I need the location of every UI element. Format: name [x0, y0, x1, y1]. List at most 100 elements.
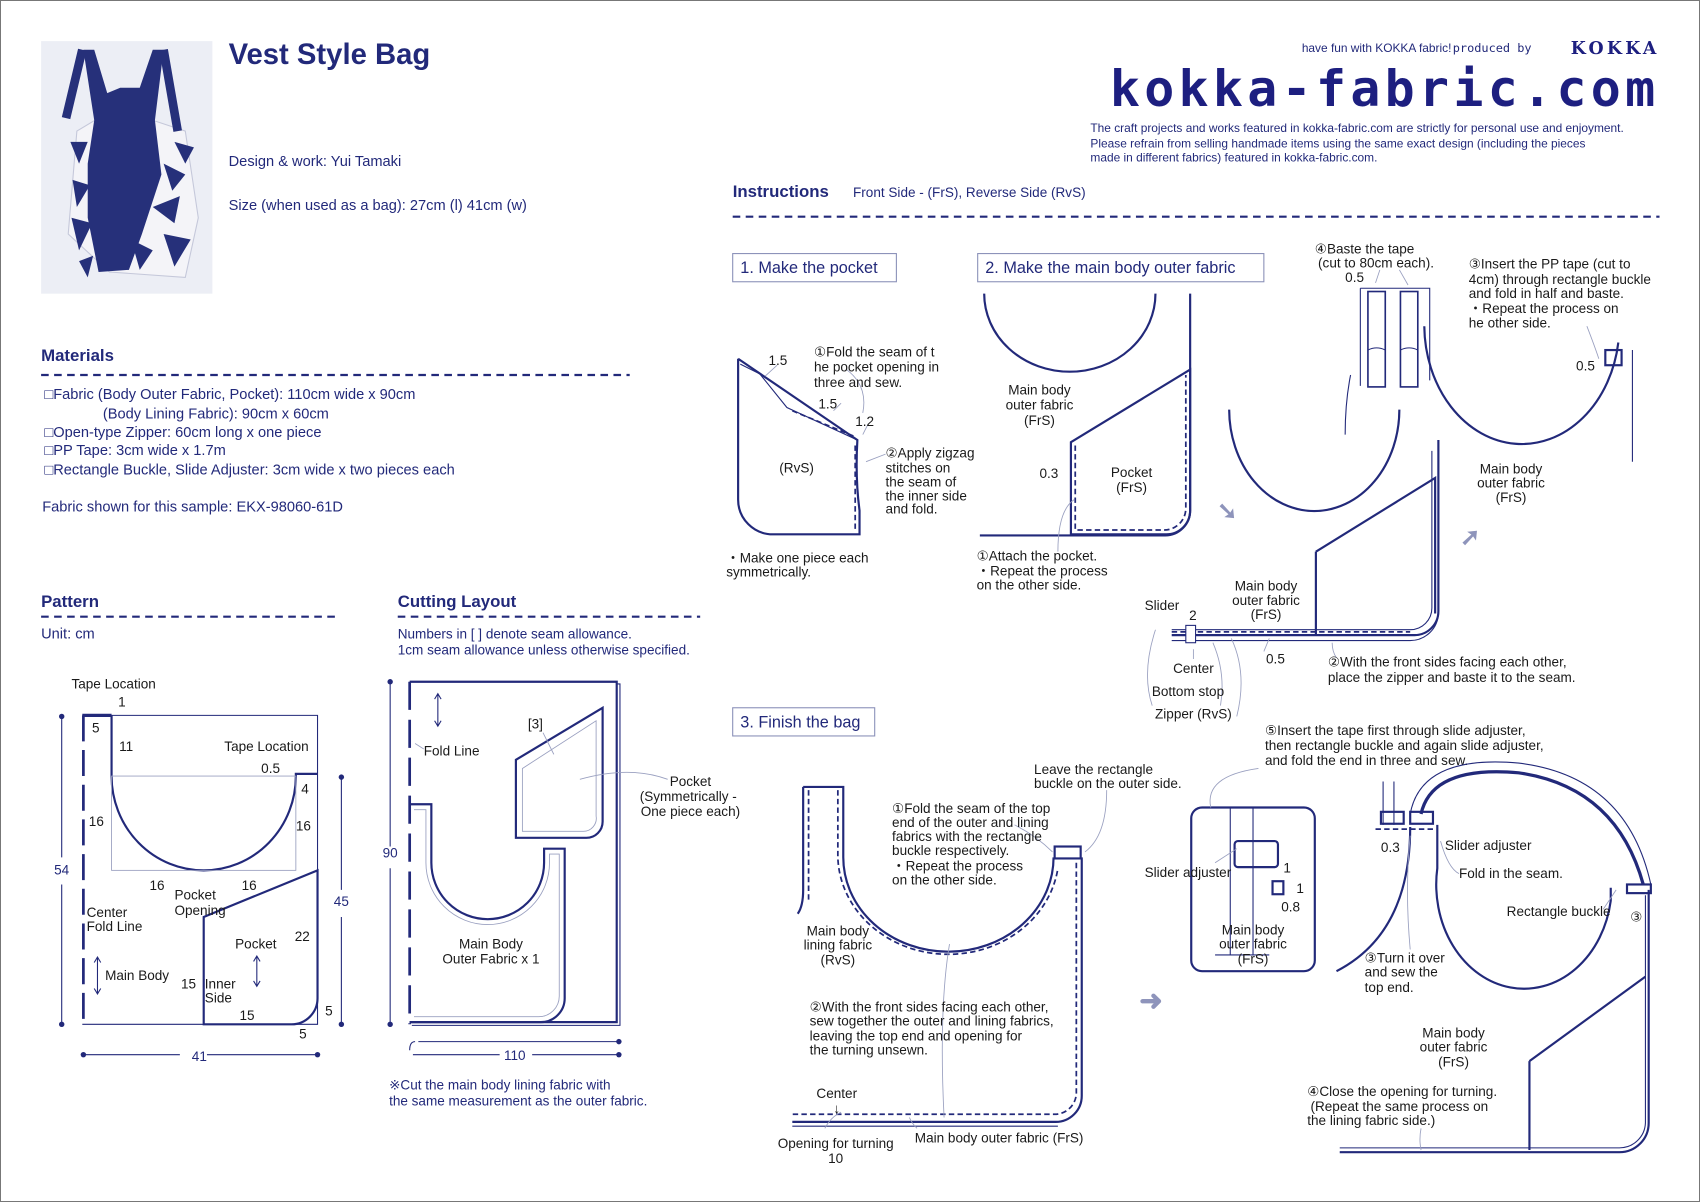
- diagram-label: Main body: [1422, 1025, 1485, 1040]
- product-photo: [41, 41, 213, 294]
- finished-size: Size (when used as a bag): 27cm (l) 41cm…: [229, 198, 527, 214]
- diagram-label: 16: [296, 818, 311, 833]
- diagram-label: on the other side.: [977, 578, 1082, 593]
- page-title: Vest Style Bag: [229, 39, 431, 71]
- cutting-footnote: ※Cut the main body lining fabric with: [389, 1077, 610, 1092]
- diagram-label: Fold in the seam.: [1459, 866, 1563, 881]
- diagram-label: leaving the top end and opening for: [810, 1029, 1023, 1044]
- diagram-label: 0.5: [1345, 270, 1364, 285]
- diagram-label: (FrS): [1438, 1055, 1469, 1070]
- fabric-sample: Fabric shown for this sample: EKX-98060-…: [42, 500, 343, 516]
- diagram-label: and fold.: [886, 502, 938, 517]
- diagram-label: ③Insert the PP tape (cut to: [1469, 257, 1631, 272]
- diagram-label: 22: [295, 929, 310, 944]
- diagram-label: Fold Line: [87, 919, 143, 934]
- diagram-label: three and sew.: [814, 375, 902, 390]
- diagram-label: 2: [1189, 608, 1197, 623]
- material-item: □Fabric (Body Outer Fabric, Pocket): 110…: [44, 387, 415, 403]
- material-item: (Body Lining Fabric): 90cm x 60cm: [103, 406, 329, 422]
- materials-heading: Materials: [41, 346, 114, 365]
- diagram-label: 1: [1296, 881, 1304, 896]
- diagram-label: Pocket: [1111, 465, 1153, 480]
- disclaimer-line: Please refrain from selling handmade ite…: [1090, 136, 1585, 150]
- material-item: □PP Tape: 3cm wide x 1.7m: [44, 443, 225, 459]
- diagram-label: 15: [239, 1008, 254, 1023]
- arrow-right-icon: ➜: [1139, 984, 1163, 1016]
- diagram-label: ②With the front sides facing each other,: [810, 999, 1049, 1014]
- diagram-label: ①Fold the seam of the top: [892, 801, 1050, 816]
- diagram-label: Fold Line: [424, 743, 480, 758]
- diagram-label: buckle respectively.: [892, 843, 1009, 858]
- diagram-label: and fold in half and baste.: [1469, 286, 1624, 301]
- diagram-label: 5: [325, 1004, 333, 1019]
- diagram-label: 0.3: [1381, 840, 1400, 855]
- diagram-label: 0.5: [261, 761, 280, 776]
- diagram-label: on the other side.: [892, 872, 997, 887]
- diagram-label: 1.5: [818, 397, 837, 412]
- cutting-layout-diagram: [387, 679, 668, 1058]
- diagram-label: (FrS): [1496, 490, 1527, 505]
- diagram-label: 10: [828, 1151, 843, 1166]
- diagram-label: Main body: [1235, 579, 1298, 594]
- unit-note: Unit: cm: [41, 626, 95, 642]
- diagram-label: Main Body: [105, 968, 169, 983]
- diagram-label: outer fabric: [1219, 936, 1287, 951]
- diagram-label: Main Body: [459, 936, 523, 951]
- diagram-label: Main body: [1480, 462, 1543, 477]
- diagram-label: Pocket: [670, 774, 712, 789]
- diagram-label: Main body: [807, 923, 870, 938]
- diagram-label: (Symmetrically -: [640, 789, 737, 804]
- cutting-note: Numbers in [ ] denote seam allowance.: [398, 626, 632, 641]
- diagram-label: end of the outer and lining: [892, 815, 1049, 830]
- pattern-labels: Tape Location 1 5 11 Tape Location 0.5 4…: [54, 676, 349, 1064]
- diagram-label: 1: [1283, 861, 1291, 876]
- diagram-label: ②With the front sides facing each other,: [1328, 655, 1567, 670]
- diagram-label: then rectangle buckle and again slide ad…: [1265, 738, 1544, 753]
- diagram-label: Leave the rectangle: [1034, 762, 1153, 777]
- diagram-label: buckle on the outer side.: [1034, 776, 1182, 791]
- diagram-label: Center: [816, 1086, 857, 1101]
- diagram-label: lining fabric: [804, 938, 873, 953]
- diagram-label: 1: [118, 695, 126, 710]
- diagram-label: Bottom stop: [1152, 684, 1224, 699]
- diagram-label: the lining fabric side.): [1307, 1113, 1435, 1128]
- diagram-label: ・Repeat the process: [977, 564, 1108, 579]
- diagram-label: ①Attach the pocket.: [977, 548, 1098, 563]
- arrow-down-icon: ↓: [833, 1101, 840, 1116]
- diagram-label: place the zipper and baste it to the sea…: [1328, 670, 1576, 685]
- diagram-label: Slider adjuster: [1445, 838, 1532, 853]
- cutting-layout-heading: Cutting Layout: [398, 592, 517, 611]
- diagram-label: ③: [1630, 909, 1642, 924]
- cutting-labels: Fold Line [3] Pocket (Symmetrically - On…: [383, 716, 741, 1063]
- diagram-label: he other side.: [1469, 315, 1551, 330]
- dimension-label: 45: [334, 894, 349, 909]
- diagram-label: (cut to 80cm each).: [1318, 256, 1434, 271]
- side-legend: Front Side - (FrS), Reverse Side (RvS): [853, 185, 1086, 200]
- step-title: 1. Make the pocket: [740, 259, 878, 277]
- diagram-label: ②Apply zigzag: [886, 445, 975, 460]
- diagram-label: ⑤Insert the tape first through slide adj…: [1265, 723, 1526, 738]
- produced-by: produced by: [1453, 41, 1532, 55]
- diagram-label: Main body: [1008, 382, 1071, 397]
- diagram-label: Tape Location: [224, 739, 308, 754]
- pattern-heading: Pattern: [41, 592, 99, 611]
- diagram-label: Main body: [1222, 922, 1285, 937]
- diagram-label: Pocket: [235, 936, 277, 951]
- diagram-label: symmetrically.: [726, 565, 811, 580]
- diagram-label: 0.5: [1266, 651, 1285, 666]
- diagram-label: fabrics with the rectangle: [892, 829, 1042, 844]
- arrow-up-right-icon: ➚: [1460, 524, 1480, 551]
- diagram-label: One piece each): [641, 804, 740, 819]
- pattern-diagram: [58, 713, 345, 1058]
- step-title: 3. Finish the bag: [740, 713, 860, 731]
- diagram-label: Opening for turning: [778, 1136, 894, 1151]
- kokka-brand-logo: KOKKA: [1571, 39, 1660, 59]
- diagram-label: Pocket: [174, 888, 216, 903]
- diagram-label: 5: [299, 1026, 307, 1041]
- diagram-label: 0.5: [1576, 359, 1595, 374]
- diagram-label: Slider: [1145, 598, 1180, 613]
- dimension-label: 90: [383, 845, 398, 860]
- diagram-label: 4cm) through rectangle buckle: [1469, 272, 1651, 287]
- diagram-label: outer fabric: [1477, 476, 1545, 491]
